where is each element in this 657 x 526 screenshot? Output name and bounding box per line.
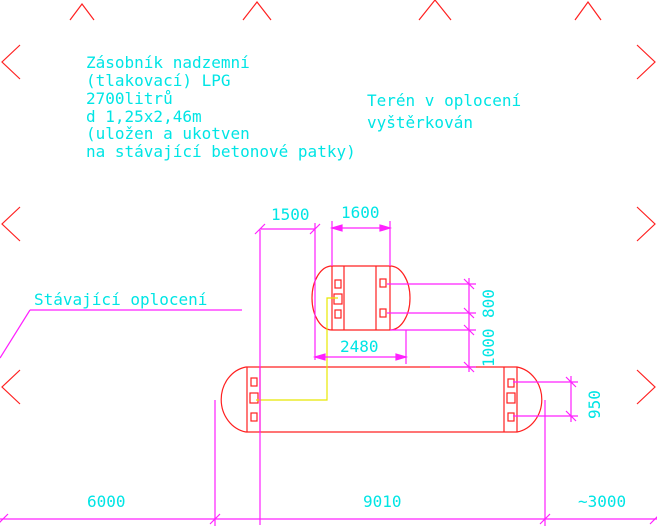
marker-right-1: [636, 44, 656, 80]
tank-note-line: na stávající betonové patky): [86, 142, 356, 161]
marker-top-4: [574, 0, 602, 21]
marker-right-3: [636, 369, 656, 405]
marker-top-2: [242, 1, 272, 21]
dim-6000: 6000: [87, 492, 126, 511]
terrain-note-line: vyštěrkován: [367, 113, 473, 132]
marker-left-2: [1, 206, 21, 242]
dim-1600: 1600: [341, 203, 380, 222]
fence-label: Stávající oplocení: [34, 290, 207, 309]
marker-top-3: [418, 0, 452, 21]
dim-1500: 1500: [271, 205, 310, 224]
connecting-pipe: [256, 297, 338, 401]
terrain-note: Terén v oplocení vyštěrkován: [367, 91, 531, 132]
marker-right-2: [636, 206, 656, 242]
tank-note-line: Zásobník nadzemní: [86, 53, 250, 72]
view-markers: [1, 0, 656, 405]
terrain-note-line: Terén v oplocení: [367, 91, 521, 110]
tank-note: Zásobník nadzemní (tlakovací) LPG 2700li…: [86, 53, 356, 161]
marker-top-1: [69, 3, 95, 21]
tank-note-line: 2700litrů: [86, 89, 173, 108]
tank-note-line: (tlakovací) LPG: [86, 71, 231, 90]
dim-2480: 2480: [340, 337, 379, 356]
tank-note-line: d 1,25x2,46m: [86, 107, 202, 126]
dimension-lines: [0, 221, 657, 526]
dim-1000: 1000: [479, 328, 498, 367]
marker-left-1: [1, 44, 21, 80]
tank-note-line: (uložen a ukotven: [86, 124, 250, 143]
fence-leader: [0, 309, 242, 359]
dim-800: 800: [479, 289, 498, 318]
marker-left-3: [1, 369, 21, 405]
dim-9010: 9010: [363, 492, 402, 511]
large-tank: [220, 366, 543, 433]
dim-950: 950: [585, 390, 604, 419]
dim-3000: ~3000: [578, 492, 626, 511]
